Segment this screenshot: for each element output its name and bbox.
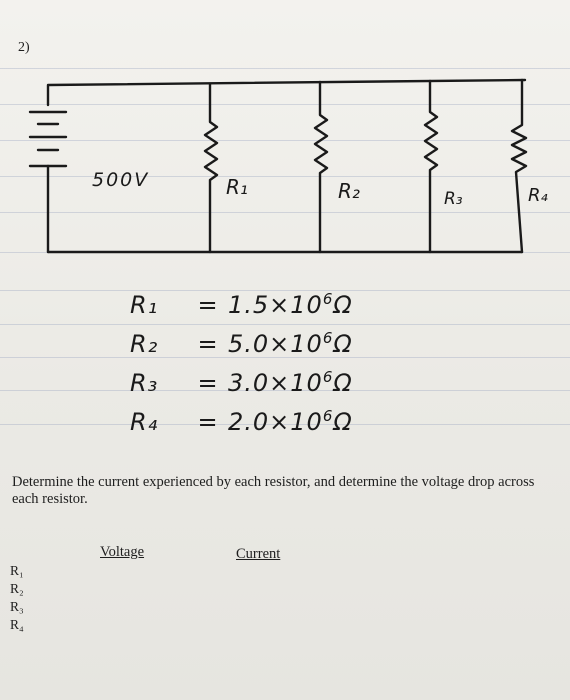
resistor-r1 bbox=[203, 82, 219, 254]
unit-ohm: Ω bbox=[333, 408, 353, 436]
resistance-values: R₁=1.5×106Ω R₂=5.0×106Ω R₃=3.0×106Ω R₄=2… bbox=[130, 283, 353, 439]
equals-sign: = bbox=[197, 291, 219, 319]
ruled-line bbox=[0, 357, 570, 358]
exponent: 6 bbox=[322, 290, 334, 308]
ruled-line bbox=[0, 212, 570, 213]
ruled-line bbox=[0, 140, 570, 141]
unit-ohm: Ω bbox=[333, 369, 353, 397]
ruled-line bbox=[0, 68, 570, 69]
exponent: 6 bbox=[322, 368, 334, 386]
equals-sign: = bbox=[197, 330, 219, 358]
resistor-r3 bbox=[423, 79, 439, 254]
battery-voltage-label: 500V bbox=[92, 169, 149, 191]
unit-ohm: Ω bbox=[333, 330, 353, 358]
ruled-line bbox=[0, 424, 570, 425]
resistor-name: R₃ bbox=[130, 369, 159, 397]
row-label: R₂ bbox=[10, 581, 24, 596]
row-labels: R₁ R₂ R₃ R₄ bbox=[10, 562, 24, 634]
exponent: 6 bbox=[322, 329, 334, 347]
resistance-value: 5.0×10 bbox=[228, 330, 323, 358]
resistor-r2 bbox=[313, 80, 329, 254]
resistance-row: R₄ = 2.0×106Ω bbox=[130, 400, 353, 439]
resistance-row: R₂ = 5.0×106Ω bbox=[130, 322, 353, 361]
resistor-label-r2: R₂ bbox=[338, 179, 360, 203]
resistance-value: 3.0×10 bbox=[228, 369, 323, 397]
row-label: R₁ bbox=[10, 563, 24, 578]
resistance-row: R₃ = 3.0×106Ω bbox=[130, 361, 353, 400]
resistor-label-r4: R₄ bbox=[528, 185, 549, 206]
circuit-diagram: 500V R₁ R₂ R₃ R₄ bbox=[28, 78, 549, 254]
resistor-label-r1: R₁ bbox=[226, 175, 248, 199]
row-label: R₄ bbox=[10, 617, 24, 632]
question-number: 2) bbox=[18, 40, 30, 55]
resistance-value: 2.0×10 bbox=[228, 408, 323, 436]
ruled-line bbox=[0, 324, 570, 325]
equals-sign: = bbox=[197, 408, 219, 436]
resistor-name: R₂ bbox=[130, 330, 159, 358]
resistance-row: R₁ = 1.5×106Ω bbox=[130, 283, 353, 322]
unit-ohm: Ω bbox=[333, 291, 353, 319]
ruled-line bbox=[0, 390, 570, 391]
resistor-label-r3: R₃ bbox=[444, 189, 463, 209]
ruled-line bbox=[0, 176, 570, 177]
row-label: R₃ bbox=[10, 599, 24, 614]
resistance-value: 1.5×10 bbox=[228, 291, 323, 319]
current-header: Current bbox=[236, 546, 281, 562]
voltage-header: Voltage bbox=[100, 544, 145, 560]
resistor-name: R₁ bbox=[130, 291, 159, 319]
ruled-line bbox=[0, 290, 570, 291]
ruled-line bbox=[0, 104, 570, 105]
question-prompt: Determine the current experienced by eac… bbox=[12, 474, 535, 507]
equals-sign: = bbox=[197, 369, 219, 397]
exponent: 6 bbox=[322, 407, 334, 425]
resistor-r4 bbox=[510, 78, 528, 254]
top-wire bbox=[46, 78, 527, 107]
resistor-name: R₄ bbox=[130, 408, 159, 436]
